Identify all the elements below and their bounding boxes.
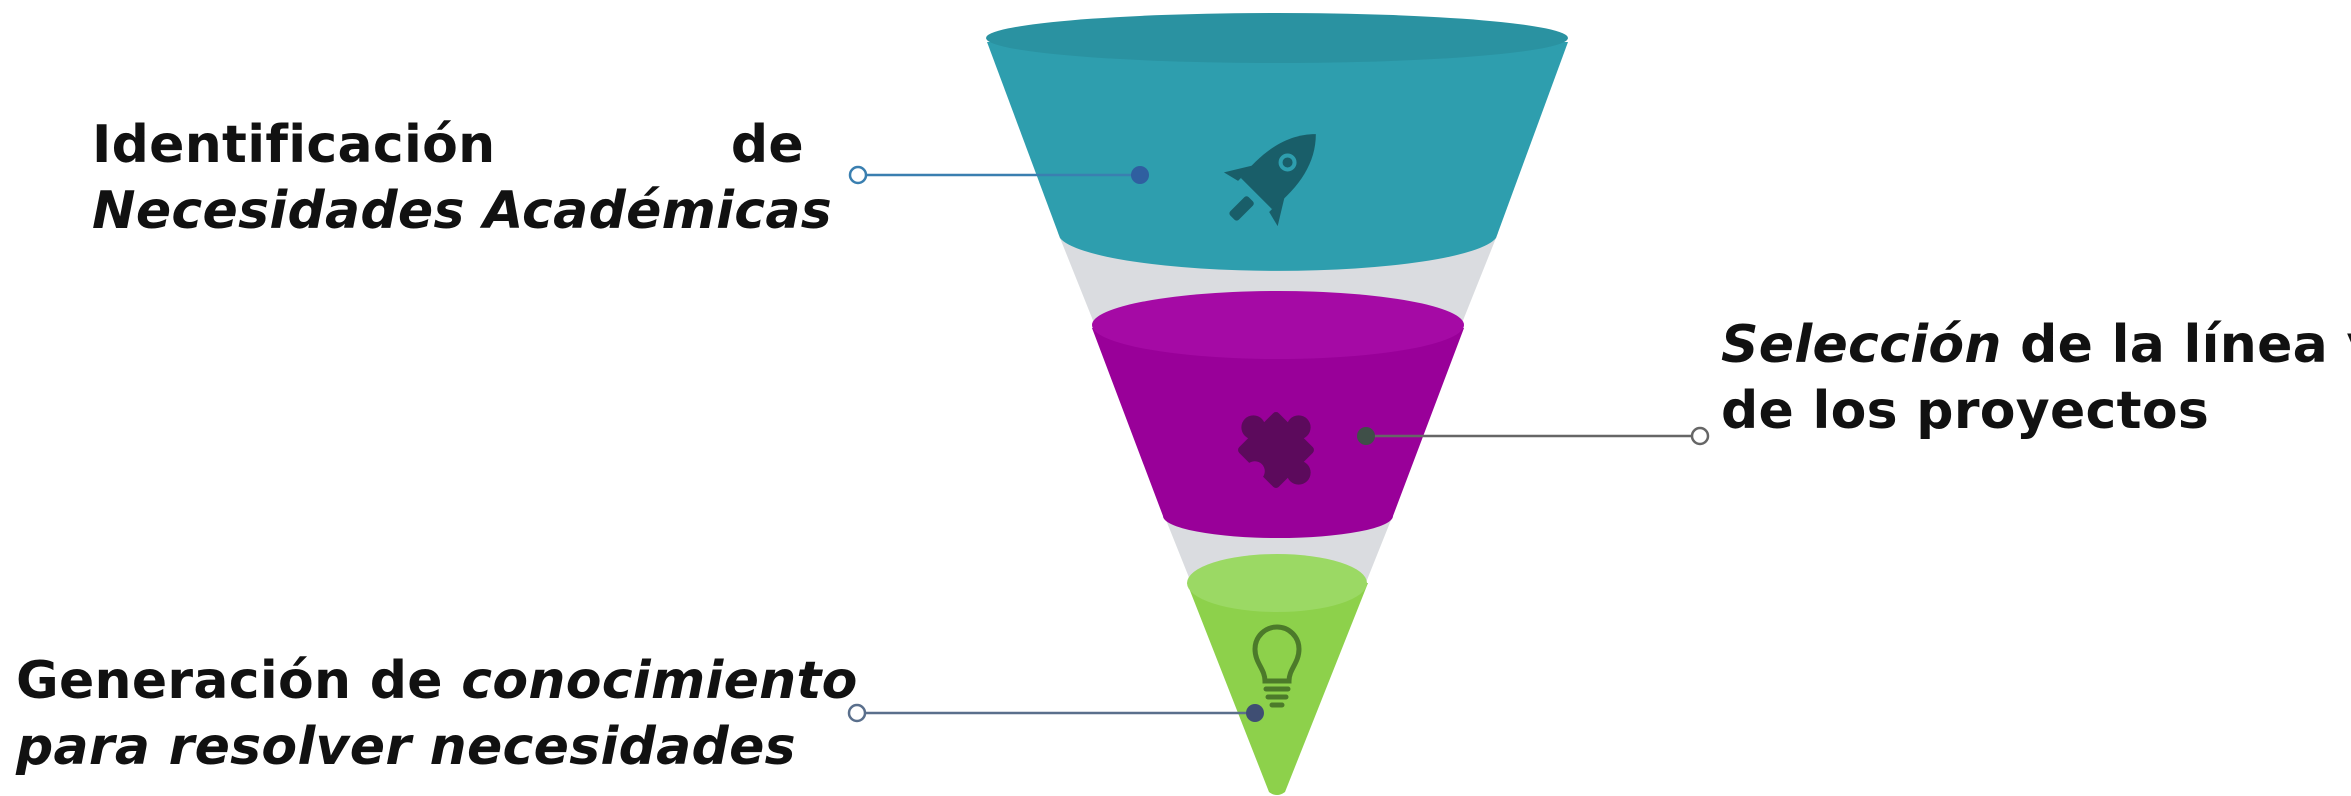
connector-1-filled-dot xyxy=(1131,166,1149,184)
stage-2-label-line1: Selección de la línea y xyxy=(1721,312,2351,378)
lightbulb-icon xyxy=(1252,624,1302,708)
stage-1-word-2: de xyxy=(730,115,804,175)
stage-3-plain: Generación de xyxy=(16,651,462,711)
connector-1 xyxy=(848,165,1149,185)
stage-3-label: Generación de conocimiento para resolver… xyxy=(16,648,858,780)
connector-3-open-dot xyxy=(847,703,867,723)
connector-3-filled-dot xyxy=(1246,704,1264,722)
connector-3 xyxy=(847,703,1264,723)
stage-2-label-line2: de los proyectos xyxy=(1721,381,2210,441)
funnel-stage-1 xyxy=(986,13,1568,271)
connector-2-filled-dot xyxy=(1357,427,1375,445)
funnel-stage-1-rim xyxy=(986,13,1568,63)
connector-1-open-dot xyxy=(848,165,868,185)
stage-1-label-line1: Identificación de xyxy=(92,112,804,178)
funnel-stage-2-rim xyxy=(1092,291,1464,359)
stage-3-label-line1: Generación de conocimiento xyxy=(16,648,858,714)
funnel-stage-2 xyxy=(1092,291,1464,538)
funnel-stage-3-rim xyxy=(1187,554,1367,612)
stage-2-italic: Selección xyxy=(1721,315,2002,375)
stage-3-label-line2: para resolver necesidades xyxy=(16,714,858,780)
stage-2-label: Selección de la línea y de los proyectos xyxy=(1721,312,2351,444)
stage-3-italic-1: conocimiento xyxy=(461,651,858,711)
stage-1-label: Identificación de Necesidades Académicas xyxy=(92,112,832,244)
stage-1-word-1: Identificación xyxy=(92,115,496,175)
funnel-stage-3 xyxy=(1187,554,1368,795)
connector-2-open-dot xyxy=(1690,426,1710,446)
stage-2-rest: de la línea y xyxy=(2001,315,2351,375)
stage-1-label-line2: Necesidades Académicas xyxy=(92,178,832,244)
stage-1-italic: Necesidades Académicas xyxy=(92,181,833,241)
connector-2 xyxy=(1357,426,1710,446)
stage-3-italic-2: para resolver necesidades xyxy=(16,717,796,777)
puzzle-piece-icon xyxy=(1238,412,1314,488)
rocket-icon xyxy=(1223,134,1316,227)
